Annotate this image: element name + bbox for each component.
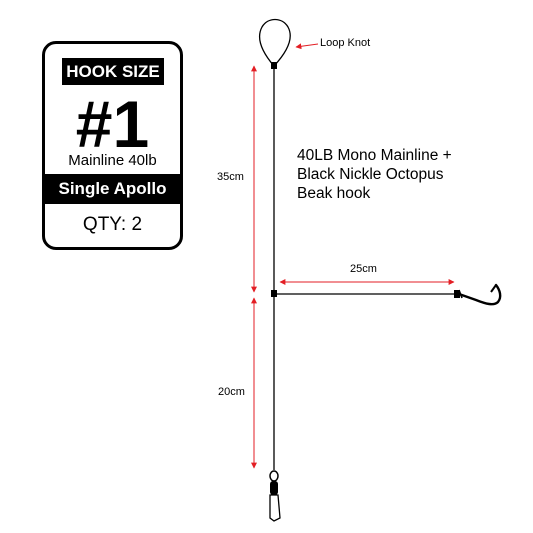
dimension-label-dropper: 25cm — [350, 263, 377, 275]
dimension-label-top: 35cm — [217, 171, 244, 183]
hook-snell-knot — [454, 290, 460, 298]
loop-knot-pointer — [295, 43, 319, 50]
quantity-label: QTY: 2 — [82, 214, 143, 235]
hook-info-card: HOOK SIZE #1 Mainline 40lb Single Apollo… — [42, 41, 183, 250]
description-line: 40LB Mono Mainline + — [297, 147, 452, 164]
octopus-hook-icon — [457, 283, 502, 306]
hook-type-banner: Single Apollo — [42, 174, 183, 204]
description-line: Black Nickle Octopus — [297, 166, 444, 183]
hook-number: #1 — [75, 87, 150, 161]
dropper-knot — [271, 290, 277, 297]
loop-knot-label: Loop Knot — [320, 37, 371, 49]
loop-knot-loop — [259, 18, 291, 67]
description-line: Beak hook — [297, 185, 371, 202]
rig-description: 40LB Mono Mainline + Black Nickle Octopu… — [297, 146, 497, 203]
loop-knot — [271, 62, 277, 69]
swivel-icon — [269, 470, 281, 522]
hook-size-label: HOOK SIZE — [62, 58, 164, 85]
mainline-spec: Mainline 40lb — [68, 152, 157, 169]
dimension-label-bottom: 20cm — [218, 386, 245, 398]
